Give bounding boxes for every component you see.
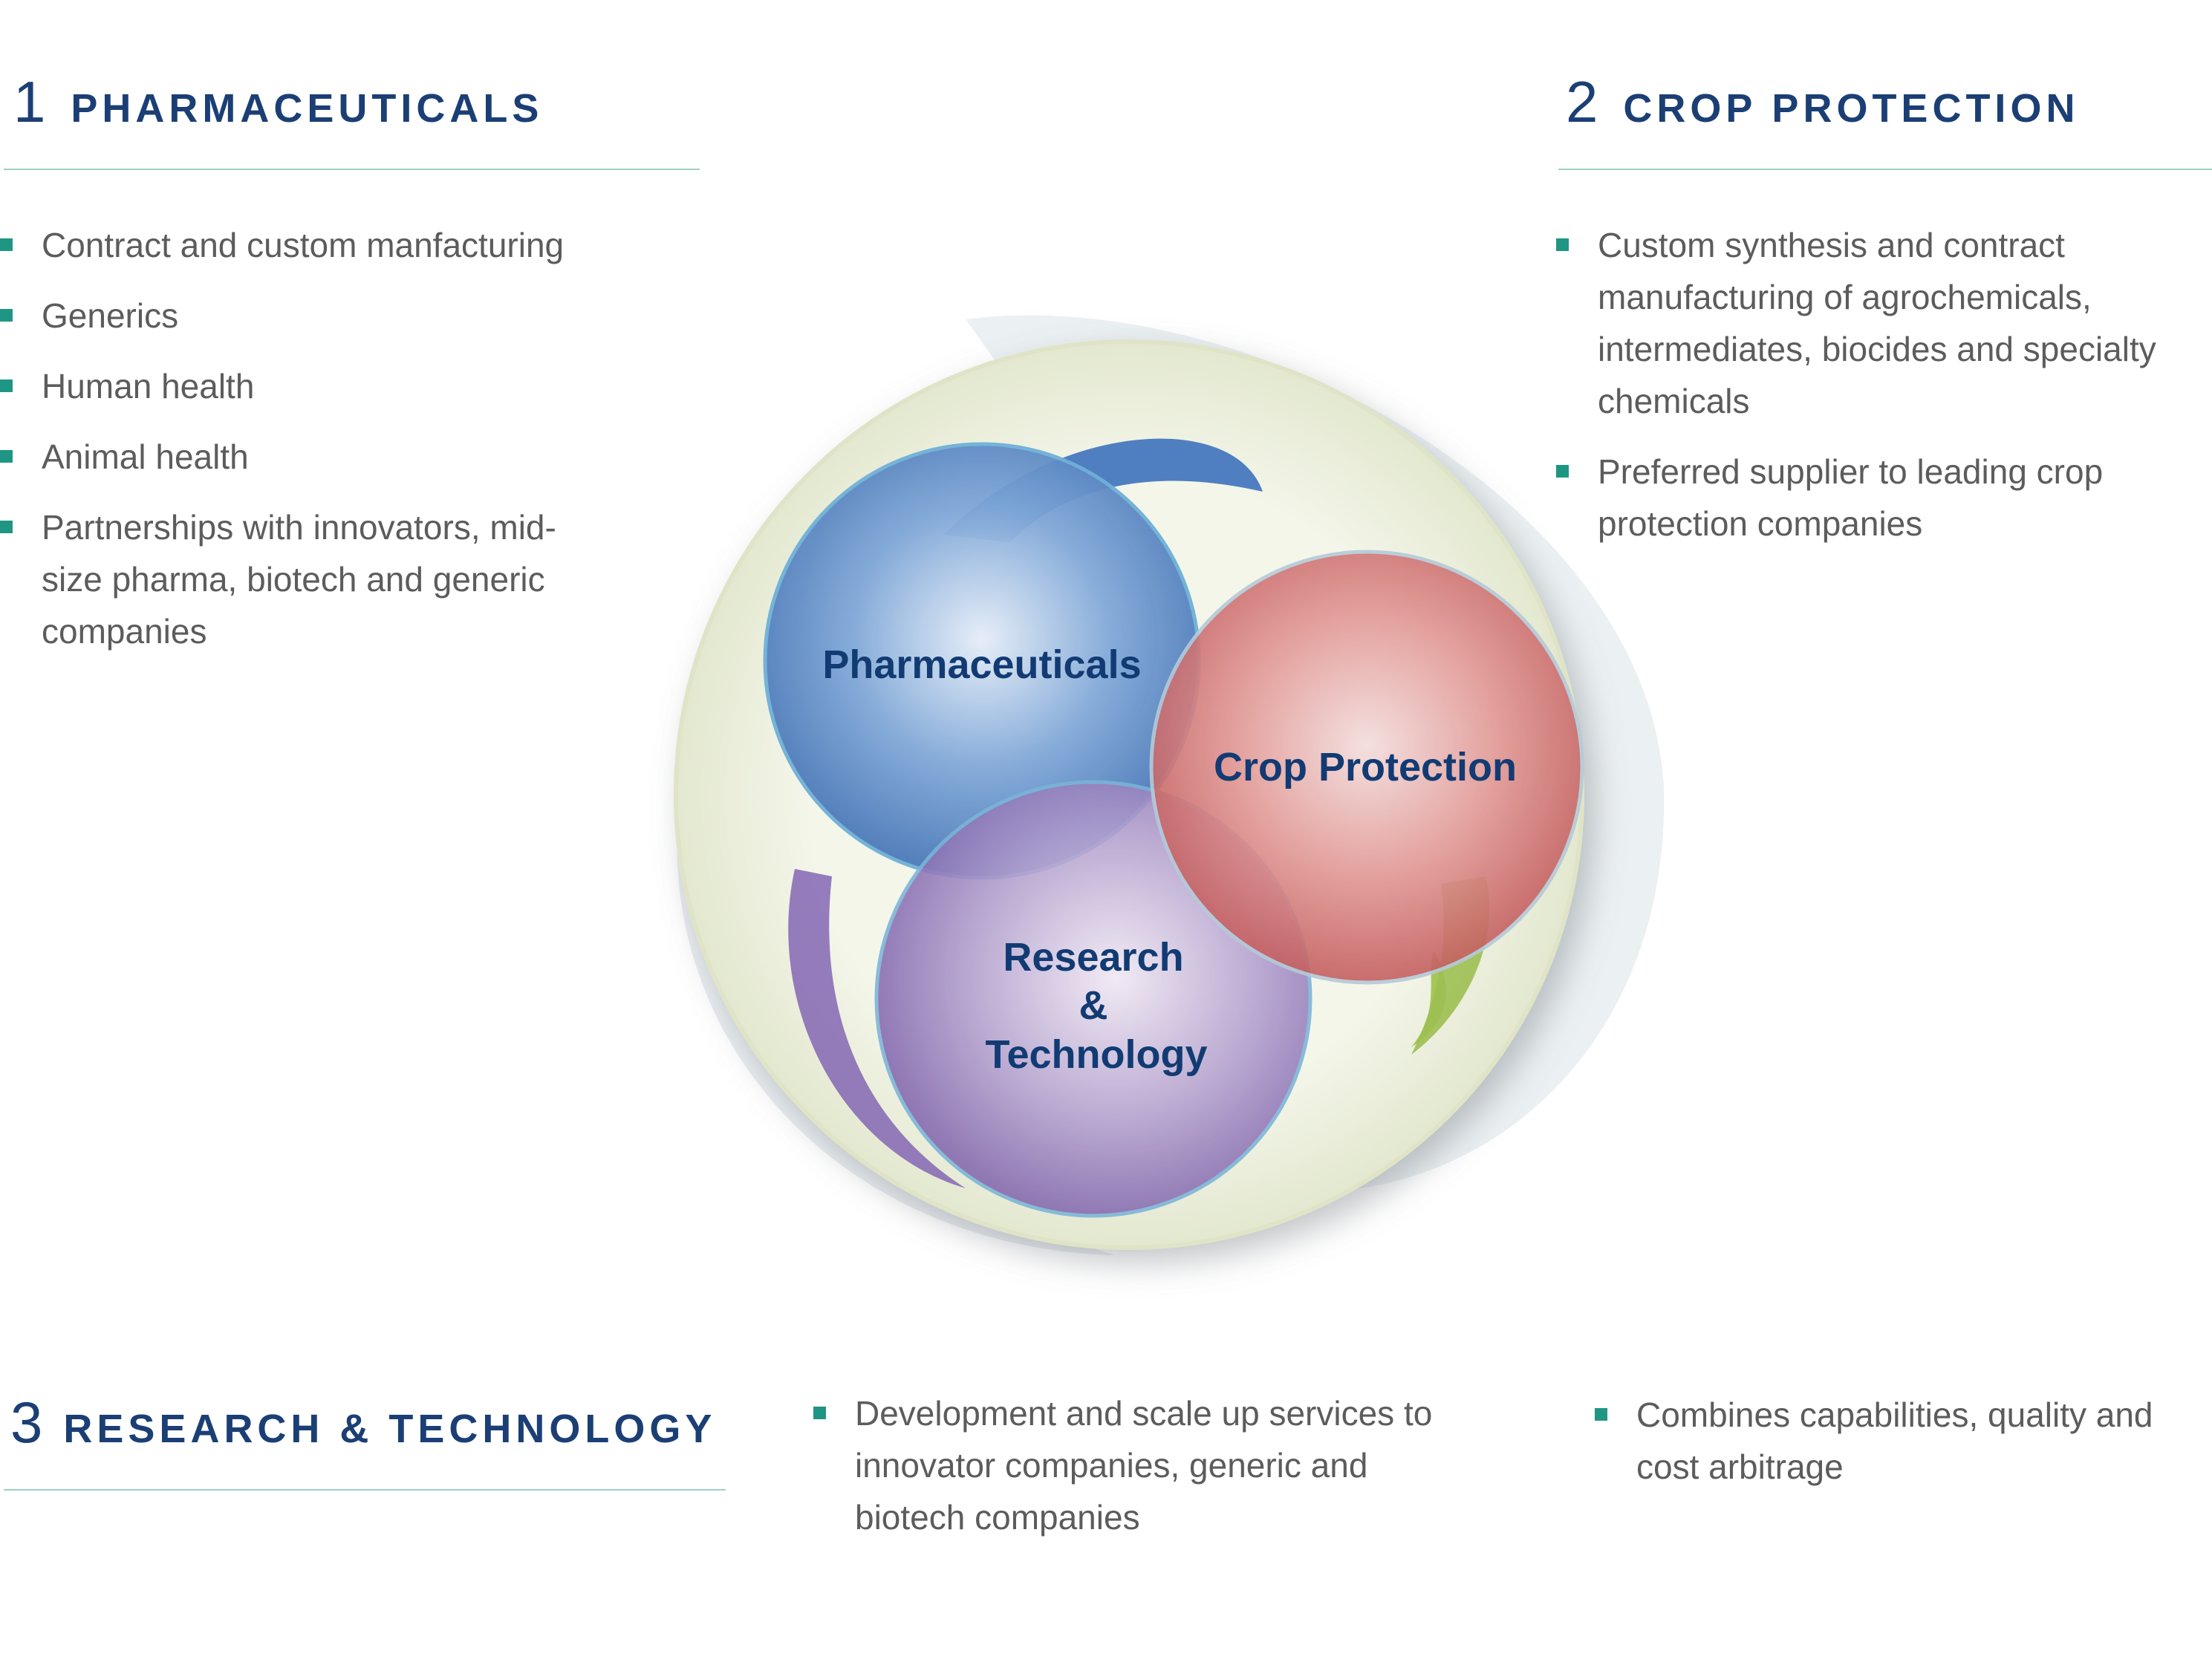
research-circle-label-line2: & (1079, 983, 1108, 1028)
crop-heading: 2 CROP PROTECTION (1566, 68, 2079, 136)
bullet-square-icon (1595, 1408, 1607, 1421)
bullet-square-icon (0, 450, 13, 463)
list-item: Animal health (0, 431, 683, 483)
bullet-square-icon (0, 309, 13, 322)
pharma-number: 1 (13, 69, 46, 134)
crop-rule (1558, 169, 2212, 170)
crop-title: CROP PROTECTION (1623, 86, 2080, 131)
list-item: Partnerships with innovators, mid-size p… (0, 501, 591, 657)
bullet-square-icon (1556, 465, 1569, 478)
bullet-square-icon (1556, 238, 1569, 251)
pharma-circle-label: Pharmaceuticals (822, 642, 1141, 687)
research-bullet-list-middle: Development and scale up services to inn… (813, 1387, 1482, 1562)
list-item: Development and scale up services to inn… (813, 1387, 1482, 1543)
crop-bullet-list: Custom synthesis and contract manufactur… (1556, 219, 2210, 568)
green-accent (1411, 951, 1446, 1047)
research-circle-label-line1: Research (1003, 935, 1183, 980)
list-item: Custom synthesis and contract manufactur… (1556, 219, 2210, 427)
research-bullet-list-right: Combines capabilities, quality and cost … (1595, 1389, 2189, 1511)
business-segments-diagram: Pharmaceuticals Crop Protection Research… (674, 315, 1665, 1255)
list-item: Generics (0, 290, 683, 342)
pharma-bullet-list: Contract and custom manfacturing Generic… (0, 219, 683, 676)
pharma-heading: 1 PHARMACEUTICALS (13, 68, 543, 136)
pharma-title: PHARMACEUTICALS (71, 86, 544, 131)
research-number: 3 (10, 1390, 43, 1455)
bullet-square-icon (0, 238, 13, 251)
research-swoosh (788, 869, 966, 1188)
research-title: RESEARCH & TECHNOLOGY (63, 1407, 717, 1451)
pharma-rule (4, 169, 700, 170)
list-item: Combines capabilities, quality and cost … (1595, 1389, 2189, 1493)
bullet-square-icon (0, 521, 13, 533)
bullet-square-icon (0, 380, 13, 392)
crop-number: 2 (1566, 69, 1598, 134)
bullet-square-icon (813, 1407, 826, 1419)
list-item: Preferred supplier to leading crop prote… (1556, 446, 2210, 550)
list-item: Human health (0, 360, 683, 412)
crop-circle (1149, 550, 1584, 985)
research-heading: 3 RESEARCH & TECHNOLOGY (10, 1389, 716, 1456)
research-rule (4, 1489, 726, 1491)
list-item: Contract and custom manfacturing (0, 219, 683, 271)
crop-circle-label: Crop Protection (1214, 745, 1517, 789)
research-circle-label-line3: Technology (985, 1032, 1207, 1077)
